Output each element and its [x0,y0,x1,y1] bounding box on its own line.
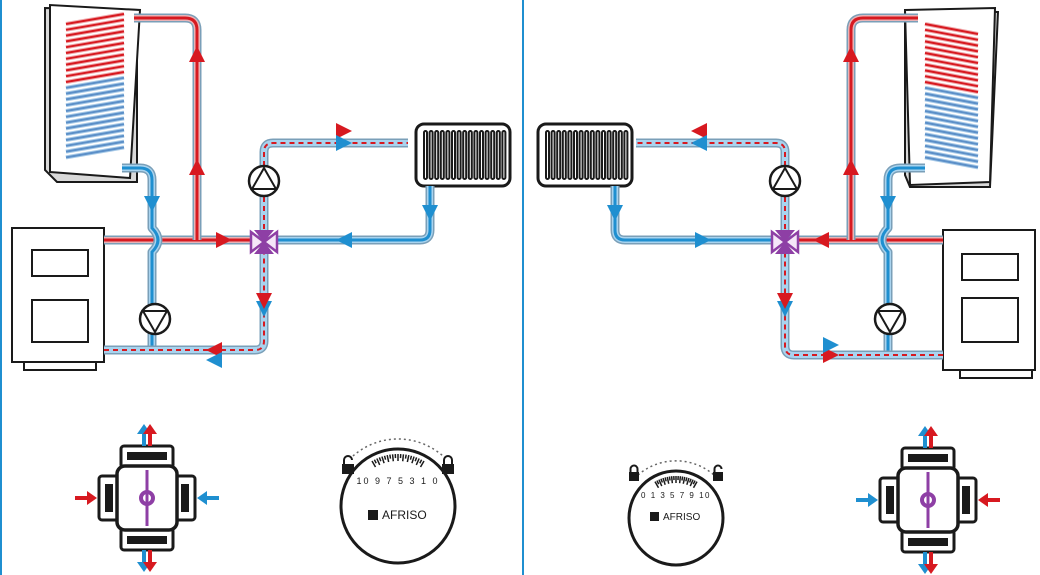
flow-arrow-icon [843,159,859,175]
flow-arrow-icon [978,493,988,507]
flow-arrow-icon [143,562,157,572]
valve-body-icon [856,426,1000,574]
dial-brand: AFRISO [382,508,427,522]
dial-ticks [654,476,698,489]
padlock-closed-icon [629,464,639,481]
right-panel: 0 1 3 5 7 9 10 AFRISO [536,6,1036,574]
dial-scale: 10 9 7 5 3 1 0 [356,476,439,486]
padlock-open-icon [342,455,354,474]
flow-arrow-icon [256,293,272,309]
rotary-dial-icon: 10 9 7 5 3 1 0 AFRISO [339,438,457,565]
flow-arrow-icon [880,196,896,212]
tank-coil [924,22,979,170]
flow-arrow-icon [336,123,352,139]
flow-arrow-icon [607,205,623,221]
left-panel: 10 9 7 5 3 1 0 AFRISO [11,3,512,572]
flow-arrow-icon [189,46,205,62]
pump-icon [768,164,802,198]
storage-tank-icon [903,6,1000,188]
flow-arrow-icon [336,135,352,151]
flow-arrow-icon [691,135,707,151]
pipe-network-left [104,13,438,368]
flow-arrow-icon [691,123,707,139]
storage-tank-icon [44,3,142,183]
dial-ticks [371,454,425,468]
flow-arrow-icon [924,426,938,436]
flow-arrow-icon [924,564,938,574]
flow-arrow-icon [87,491,97,505]
dial-scale: 0 1 3 5 7 9 10 [641,491,711,500]
valve-body-icon [75,424,219,572]
dial-brand: AFRISO [663,512,700,523]
flow-arrow-icon [206,352,222,368]
flow-arrow-icon [823,337,839,353]
boiler-icon [942,229,1036,379]
rotary-dial-icon: 0 1 3 5 7 9 10 AFRISO [627,460,725,567]
flow-arrow-icon [422,205,438,221]
radiator-icon [536,122,634,188]
flow-arrow-icon [189,159,205,175]
flow-arrow-icon [868,493,878,507]
flow-arrow-icon [143,424,157,434]
padlock-open-icon [713,464,723,481]
radiator-icon [414,122,512,188]
pump-icon [873,302,907,336]
pipe-network-right [607,13,943,363]
tank-coil [65,12,125,160]
flow-arrow-icon [813,232,829,248]
mixing-valve-icon [770,229,800,255]
boiler-icon [11,227,105,371]
flow-arrow-icon [144,196,160,212]
pump-icon [247,164,281,198]
flow-arrow-icon [336,232,352,248]
padlock-closed-icon [442,455,454,474]
flow-arrow-icon [216,232,232,248]
flow-arrow-icon [197,491,207,505]
flow-arrow-icon [695,232,711,248]
mixing-valve-icon [249,229,279,255]
pump-icon [138,302,172,336]
flow-arrow-icon [843,46,859,62]
flow-arrow-icon [777,293,793,309]
